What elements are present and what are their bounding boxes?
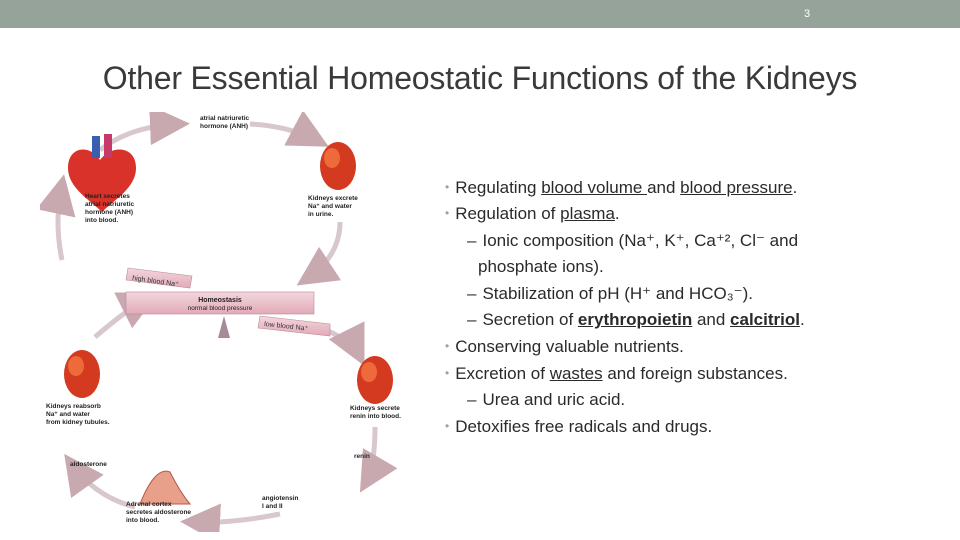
label-excrete-2: Na⁺ and water	[308, 203, 352, 210]
svg-text:Kidneys reabsorb Na⁺ and w: Kidneys reabsorb Na⁺ and water from kidn…	[46, 403, 110, 426]
bullet-item: •Regulating blood volume and blood press…	[445, 178, 798, 197]
dash-icon: –	[467, 310, 477, 329]
label-heart-3: hormone (ANH)	[85, 209, 133, 216]
top-bar: 3	[0, 0, 960, 28]
bullet-dot-icon: •	[445, 366, 450, 380]
label-excrete-3: in urine.	[308, 211, 333, 218]
label-heart-4: into blood.	[85, 217, 118, 224]
arrow-kidney-to-center	[296, 221, 343, 286]
arrow-adrenal-to-aldo	[64, 453, 136, 510]
label-reabsorb-3: from kidney tubules.	[46, 419, 110, 426]
bullet-dot-icon: •	[445, 339, 450, 353]
label-aldosterone: aldosterone	[70, 461, 107, 468]
label-renin: renin	[354, 453, 370, 460]
svg-text:angiotensin I and II: angiotensin I and II	[262, 495, 300, 510]
arrow-left-up	[40, 174, 76, 261]
svg-text:atrial natriuretic hormone: atrial natriuretic hormone (ANH)	[200, 115, 251, 130]
bullet-item: •Conserving valuable nutrients.	[445, 337, 684, 356]
arrow-renin-down	[359, 426, 398, 493]
bullet-dot-icon: •	[445, 206, 450, 220]
bullet-item: •Detoxifies free radicals and drugs.	[445, 417, 713, 436]
bullet-item: •Regulation of plasma.	[445, 204, 620, 223]
sub-bullet-item: –Secretion of erythropoietin and calcitr…	[467, 310, 805, 329]
kidney-icon-left	[64, 350, 100, 398]
label-anh-1: atrial natriuretic	[200, 115, 250, 122]
dash-icon: –	[467, 390, 477, 409]
label-renin-secrete-1: Kidneys secrete	[350, 405, 400, 412]
label-adrenal-1: Adrenal cortex	[126, 501, 172, 508]
sub-bullet-item: –Ionic composition (Na⁺, K⁺, Ca⁺², Cl⁻ a…	[467, 231, 799, 250]
dash-icon: –	[467, 284, 477, 303]
page-number: 3	[804, 8, 811, 20]
kidney-icon-top-right	[320, 142, 356, 190]
homeostasis-diagram: atrial natriuretic hormone (ANH) Heart s…	[40, 112, 402, 532]
label-adrenal-2: secretes aldosterone	[126, 509, 191, 516]
label-angiotensin-2: I and II	[262, 503, 283, 510]
label-low-bp: low blood Na⁺	[264, 321, 309, 333]
label-homeostasis: Homeostasis	[198, 297, 242, 304]
label-reabsorb-2: Na⁺ and water	[46, 411, 90, 418]
svg-text:Kidneys secrete renin into: Kidneys secrete renin into blood.	[350, 405, 402, 420]
svg-text:Adrenal cortex secretes al: Adrenal cortex secretes aldosterone into…	[126, 501, 193, 524]
homeostasis-seesaw: high blood Na⁺ Homeostasis normal blood …	[125, 267, 331, 338]
svg-text:Heart secretes atrial natr: Heart secretes atrial natriuretic hormon…	[85, 193, 136, 224]
adrenal-icon	[139, 470, 192, 505]
kidney-icon-right	[357, 356, 393, 404]
label-adrenal-3: into blood.	[126, 517, 159, 524]
bullet-dot-icon: •	[445, 419, 450, 433]
arrow-angio-to-adrenal	[180, 503, 281, 532]
arrow-anh-to-kidney	[249, 112, 329, 147]
bullet-item: •Excretion of wastes and foreign substan…	[445, 364, 788, 383]
sub-bullet-item: –Urea and uric acid.	[467, 390, 626, 409]
heart-icon	[68, 134, 136, 212]
label-normal-bp: normal blood pressure	[188, 305, 253, 312]
label-heart-2: atrial natriuretic	[85, 201, 135, 208]
label-reabsorb-1: Kidneys reabsorb	[46, 403, 101, 410]
slide-title: Other Essential Homeostatic Functions of…	[102, 60, 858, 96]
label-renin-secrete-2: renin into blood.	[350, 413, 401, 420]
label-excrete-1: Kidneys excrete	[308, 195, 358, 202]
label-angiotensin-1: angiotensin	[262, 495, 299, 502]
sub-bullet-item: –Stabilization of pH (H⁺ and HCO₃⁻).	[467, 284, 753, 303]
label-anh-2: hormone (ANH)	[200, 123, 248, 130]
bullet-dot-icon: •	[445, 180, 450, 194]
dash-icon: –	[467, 231, 477, 250]
label-heart-1: Heart secretes	[85, 193, 130, 200]
svg-text:Kidneys excrete Na⁺ and wa: Kidneys excrete Na⁺ and water in urine.	[308, 195, 360, 218]
sub-bullet-continuation: phosphate ions).	[478, 257, 604, 276]
